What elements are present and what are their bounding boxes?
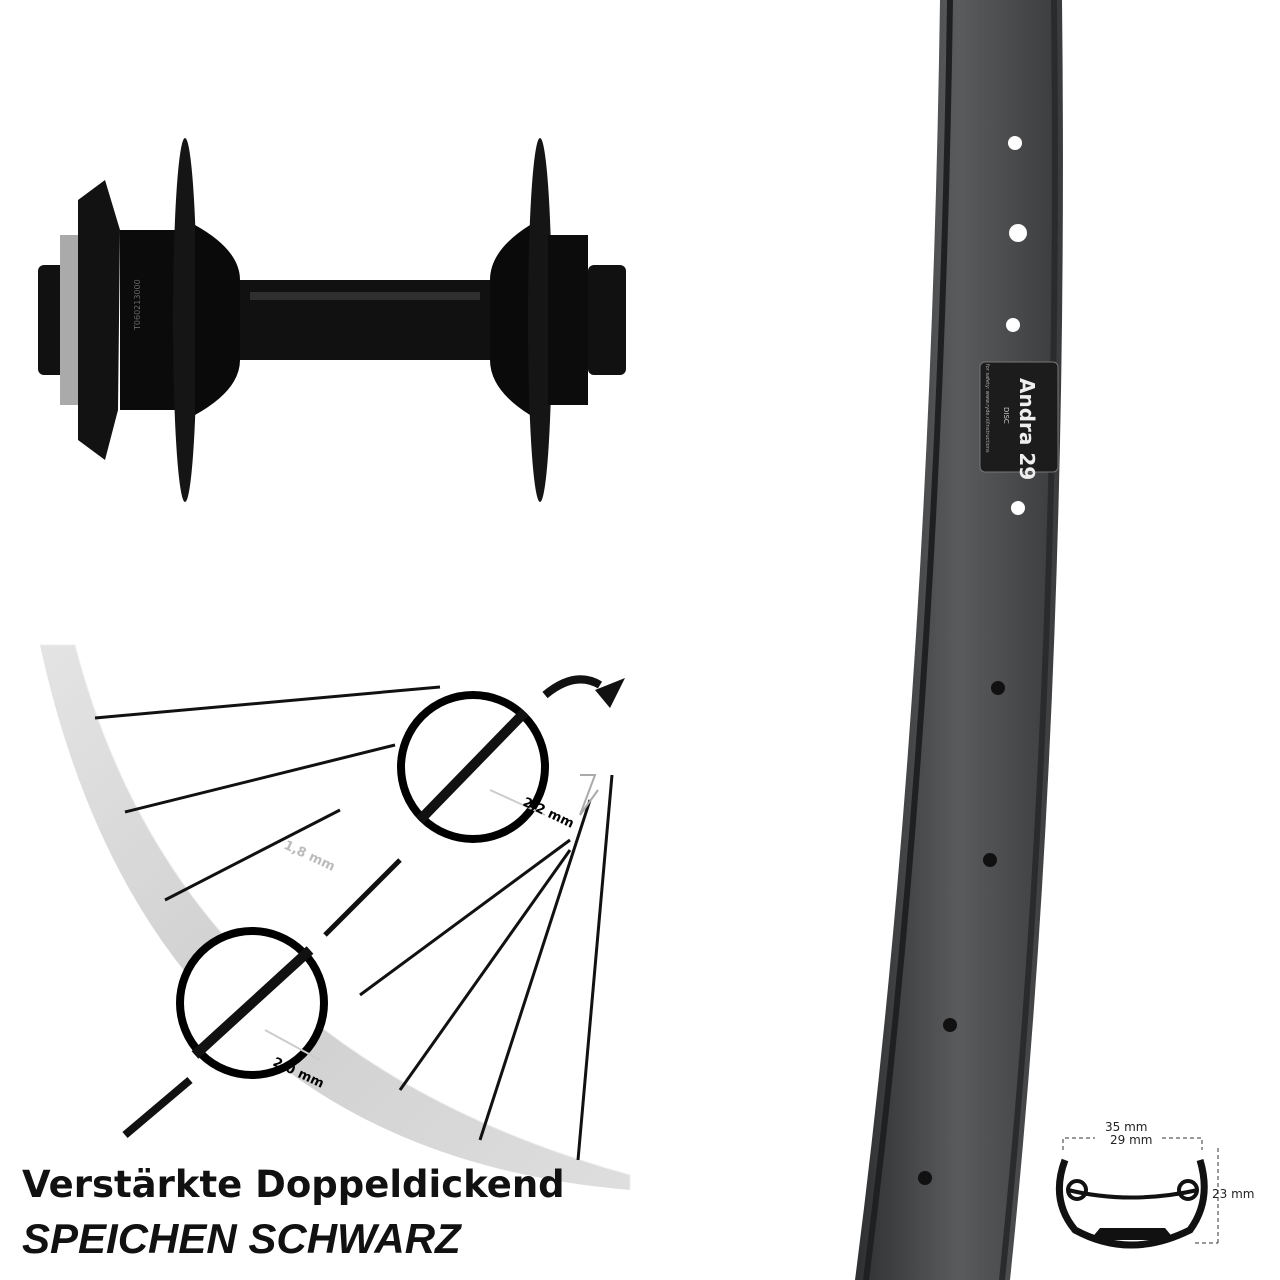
detail-circle-top (397, 691, 549, 843)
caption-line-1: Verstärkte Doppeldickend (22, 1163, 565, 1206)
caption-line-2: SPEICHEN SCHWARZ (22, 1215, 461, 1262)
profile-inner-width: 29 mm (1110, 1133, 1152, 1147)
spoke-diagram: 2,2 mm 1,8 mm 2,0 mm (40, 644, 631, 1190)
rim-label-note: for safety: www.ryde.nl/instructions (984, 364, 990, 453)
profile-outer-width: 35 mm (1105, 1120, 1147, 1134)
rim-label-name: Andra 29 (1015, 378, 1039, 480)
rim-profile: 35 mm 29 mm 23 mm (1055, 1120, 1254, 1249)
spoke-holes-dark (918, 681, 1005, 1185)
rim: Andra 29 DISC for safety: www.ryde.nl/in… (855, 0, 1063, 1280)
detail-circle-bottom (176, 927, 328, 1079)
dim-label-1-8: 1,8 mm (281, 838, 337, 875)
profile-height: 23 mm (1212, 1187, 1254, 1201)
spoke-holes (1006, 136, 1027, 515)
spokes (94, 685, 614, 1161)
rim-label-sticker: Andra 29 DISC for safety: www.ryde.nl/in… (979, 361, 1059, 480)
rim-label-sub: DISC (1002, 407, 1010, 424)
hub-serial: T060213000 (133, 279, 142, 331)
hub: T060213000 (38, 138, 626, 502)
